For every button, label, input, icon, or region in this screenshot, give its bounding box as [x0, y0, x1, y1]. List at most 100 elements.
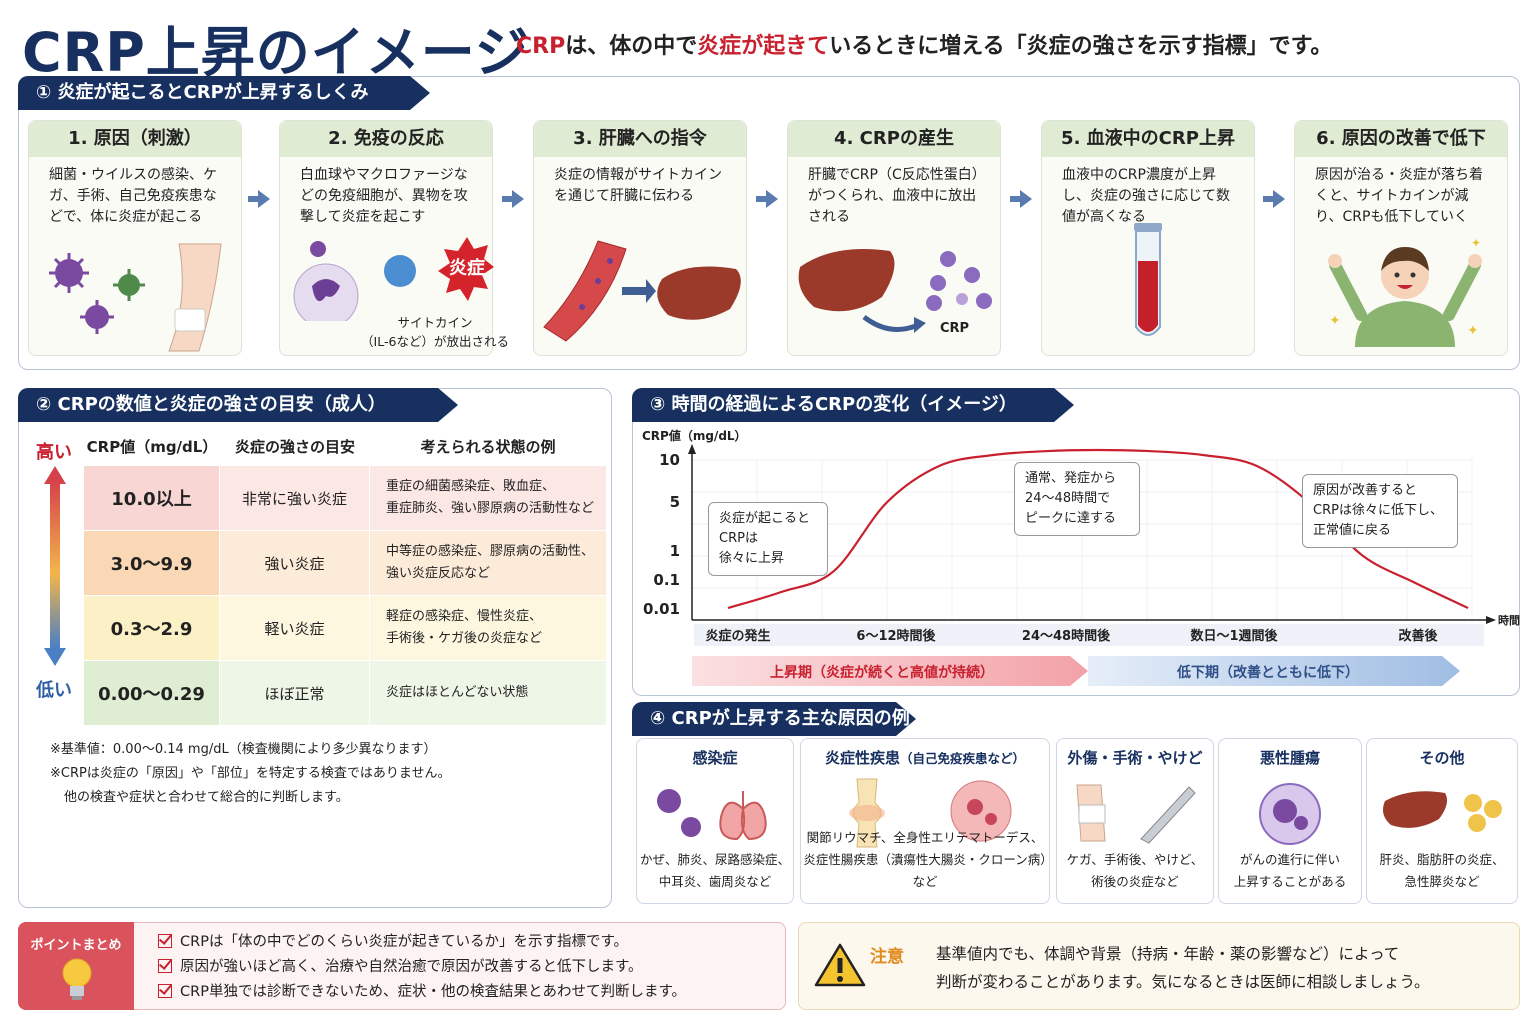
subtitle-part2: は、体の中で: [565, 34, 698, 59]
bubble-line: 24〜48時間で: [1025, 491, 1111, 506]
crp-molecule-caption: CRP: [940, 321, 970, 336]
bubble-decline: 原因が改善すると CRPは徐々に低下し、 正常値に戻る: [1302, 474, 1458, 548]
cause-text: かぜ、肺炎、尿路感染症、 中耳炎、歯周炎など: [637, 849, 793, 893]
point-text: CRP単独では診断できないため、症状・他の検査結果とあわせて判断します。: [180, 984, 686, 1000]
reference-notes: ※基準値：0.00〜0.14 mg/dL（検査機関により多少異なります） ※CR…: [50, 738, 450, 810]
step-title: 1. 原因（刺激）: [29, 121, 241, 157]
subtitle-highlight: 炎症が起きて: [697, 34, 830, 59]
cause-text-line: ケガ、手術後、やけど、: [1066, 852, 1204, 867]
cause-text-line: 炎症性腸疾患（潰瘍性大腸炎・クローン病）など: [803, 852, 1047, 889]
points-box: [18, 922, 786, 1010]
x-tick-label: 炎症の発生: [705, 628, 770, 644]
point-item: CRPは「体の中でどのくらい炎症が起きているか」を示す指標です。: [158, 930, 686, 955]
points-label: ポイントまとめ: [30, 938, 122, 953]
step-arrow-icon: [756, 190, 778, 208]
example-line: 炎症はほとんどない状態: [386, 685, 529, 700]
cytokine-caption-line: （IL-6など）が放出される: [361, 334, 509, 349]
check-icon: [158, 934, 172, 948]
header-example-states: 考えられる状態の例: [420, 438, 556, 456]
cause-text: がんの進行に伴い 上昇することがある: [1219, 849, 1361, 893]
header-inflammation-level: 炎症の強さの目安: [234, 438, 355, 456]
bandage-scalpel-icon: [1076, 784, 1196, 844]
example-line: 手術後・ケガ後の炎症など: [386, 631, 543, 646]
step-title: 6. 原因の改善で低下: [1295, 121, 1507, 157]
cause-title: 感染症: [692, 749, 738, 767]
cause-text-line: 急性膵炎など: [1404, 874, 1480, 889]
vessel-liver-illustration: [543, 240, 741, 342]
step-text: 細菌・ウイルスの感染、ケガ、手術、自己免疫疾患などで、体に炎症が起こる: [49, 167, 217, 225]
phase-down-arrow: [1088, 656, 1460, 686]
cause-text: ケガ、手術後、やけど、 術後の炎症など: [1057, 849, 1213, 893]
bubble-line: CRPは徐々に低下し、: [1313, 503, 1443, 518]
cause-text-line: 中耳炎、歯周炎など: [658, 874, 772, 889]
step-5-blood-crp: 5. 血液中のCRP上昇 血液中のCRP濃度が上昇し、炎症の強さに応じて数値が高…: [1041, 120, 1255, 356]
bubble-line: 原因が改善すると: [1313, 483, 1418, 498]
check-icon: [158, 959, 172, 973]
point-text: CRPは「体の中でどのくらい炎症が起きているか」を示す指標です。: [180, 934, 628, 950]
example-line: 重症の細菌感染症、敗血症、: [386, 479, 556, 494]
y-tick-label: 0.01: [643, 600, 680, 618]
virus-icon: [113, 269, 145, 301]
step-text: 肝臓でCRP（C反応性蛋白）がつくられ、血液中に放出される: [808, 167, 986, 225]
step-6-improvement: 6. 原因の改善で低下 原因が治る・炎症が落ち着くと、サイトカインが減り、CRP…: [1294, 120, 1508, 356]
liver-crp-illustration: [798, 249, 992, 333]
cause-text: 肝炎、脂肪肝の炎症、 急性膵炎など: [1367, 849, 1517, 893]
example-line: 軽症の感染症、慢性炎症、: [386, 609, 543, 624]
caution-box: [798, 922, 1520, 1010]
step-title: 2. 免疫の反応: [280, 121, 492, 157]
step-title: 4. CRPの産生: [788, 121, 1000, 157]
crp-value-cell: 0.00〜0.29: [84, 661, 220, 726]
cause-text-line: がんの進行に伴い: [1239, 852, 1340, 867]
warning-icon: [814, 943, 866, 987]
step-1-cause: 1. 原因（刺激） 細菌・ウイルスの感染、ケガ、手術、自己免疫疾患などで、体に炎…: [28, 120, 242, 356]
bubble-line: ピークに達する: [1025, 511, 1117, 526]
bubble-line: 徐々に上昇: [719, 551, 785, 566]
step-title: 3. 肝臓への指令: [534, 121, 746, 157]
x-tick-label: 数日〜1週間後: [1190, 628, 1278, 644]
step-text: 原因が治る・炎症が落ち着くと、サイトカインが減り、CRPも低下していく: [1315, 167, 1483, 225]
y-tick-label: 0.1: [653, 571, 680, 589]
caution-line: 基準値内でも、体調や背景（持病・年齢・薬の影響など）によって: [936, 945, 1400, 963]
cause-text-line: 上昇することがある: [1233, 874, 1347, 889]
cause-other: その他 肝炎、脂肪肝の炎症、 急性膵炎など: [1366, 738, 1518, 904]
point-item: 原因が強いほど高く、治療や自然治癒で原因が改善すると低下します。: [158, 955, 686, 980]
liver-pancreas-icon: [1383, 791, 1502, 832]
example-cell: 軽症の感染症、慢性炎症、手術後・ケガ後の炎症など: [370, 596, 606, 661]
step-arrow-icon: [1010, 190, 1032, 208]
bubble-rise: 炎症が起こると CRPは 徐々に上昇: [708, 502, 828, 576]
virus-icon: [49, 253, 89, 293]
step-4-crp-production: 4. CRPの産生 肝臓でCRP（C反応性蛋白）がつくられ、血液中に放出される …: [787, 120, 1001, 356]
subtitle-crp: CRP: [516, 34, 566, 59]
bubble-line: 正常値に戻る: [1313, 523, 1392, 538]
step-2-immune: 2. 免疫の反応 白血球やマクロファージなどの免疫細胞が、異物を攻撃して炎症を起…: [279, 120, 509, 356]
virus-icon: [80, 300, 114, 334]
caution-text: 基準値内でも、体調や背景（持病・年齢・薬の影響など）によって 判断が変わることが…: [936, 940, 1430, 996]
example-cell: 中等症の感染症、膠原病の活動性、強い炎症反応など: [370, 531, 606, 596]
cause-title: 炎症性疾患（自己免疫疾患など）: [801, 747, 1049, 768]
note-line: ※CRPは炎症の「原因」や「部位」を特定する検査ではありません。: [50, 766, 451, 781]
crp-value-cell: 3.0〜9.9: [84, 531, 220, 596]
y-tick-label: 1: [670, 542, 680, 560]
phase-up-arrow: [692, 656, 1088, 686]
x-tick-label: 改善後: [1398, 628, 1438, 644]
test-tube-icon: [1134, 223, 1162, 336]
point-item: CRP単独では診断できないため、症状・他の検査結果とあわせて判断します。: [158, 980, 686, 1005]
example-line: 強い炎症反応など: [386, 566, 491, 581]
phase-up-label: 上昇期（炎症が続くと高値が持続）: [770, 665, 994, 681]
cause-title: 悪性腫瘍: [1259, 749, 1320, 767]
step-3-liver-signal: 3. 肝臓への指令 炎症の情報がサイトカインを通じて肝臓に伝わる: [533, 120, 747, 356]
cause-text-line: 術後の炎症など: [1091, 874, 1179, 889]
high-label: 高い: [36, 442, 72, 463]
x-tick-label: 24〜48時間後: [1022, 628, 1111, 644]
step-title: 5. 血液中のCRP上昇: [1042, 121, 1254, 157]
cancer-cell-icon: [1259, 783, 1321, 845]
svg-text:✦: ✦: [1329, 313, 1341, 329]
step-arrow-icon: [248, 190, 270, 208]
virus-lung-icon: [657, 789, 767, 841]
cause-trauma: 外傷・手術・やけど ケガ、手術後、やけど、 術後の炎症など: [1056, 738, 1214, 904]
level-gradient-arrow: [44, 466, 66, 666]
subtitle-part4: いるときに増える「炎症の強さを示す指標」です。: [829, 34, 1333, 59]
caution-label: 注意: [870, 947, 904, 967]
step-text: 血液中のCRP濃度が上昇し、炎症の強さに応じて数値が高くなる: [1062, 167, 1230, 225]
step-arrow-icon: [1263, 190, 1285, 208]
